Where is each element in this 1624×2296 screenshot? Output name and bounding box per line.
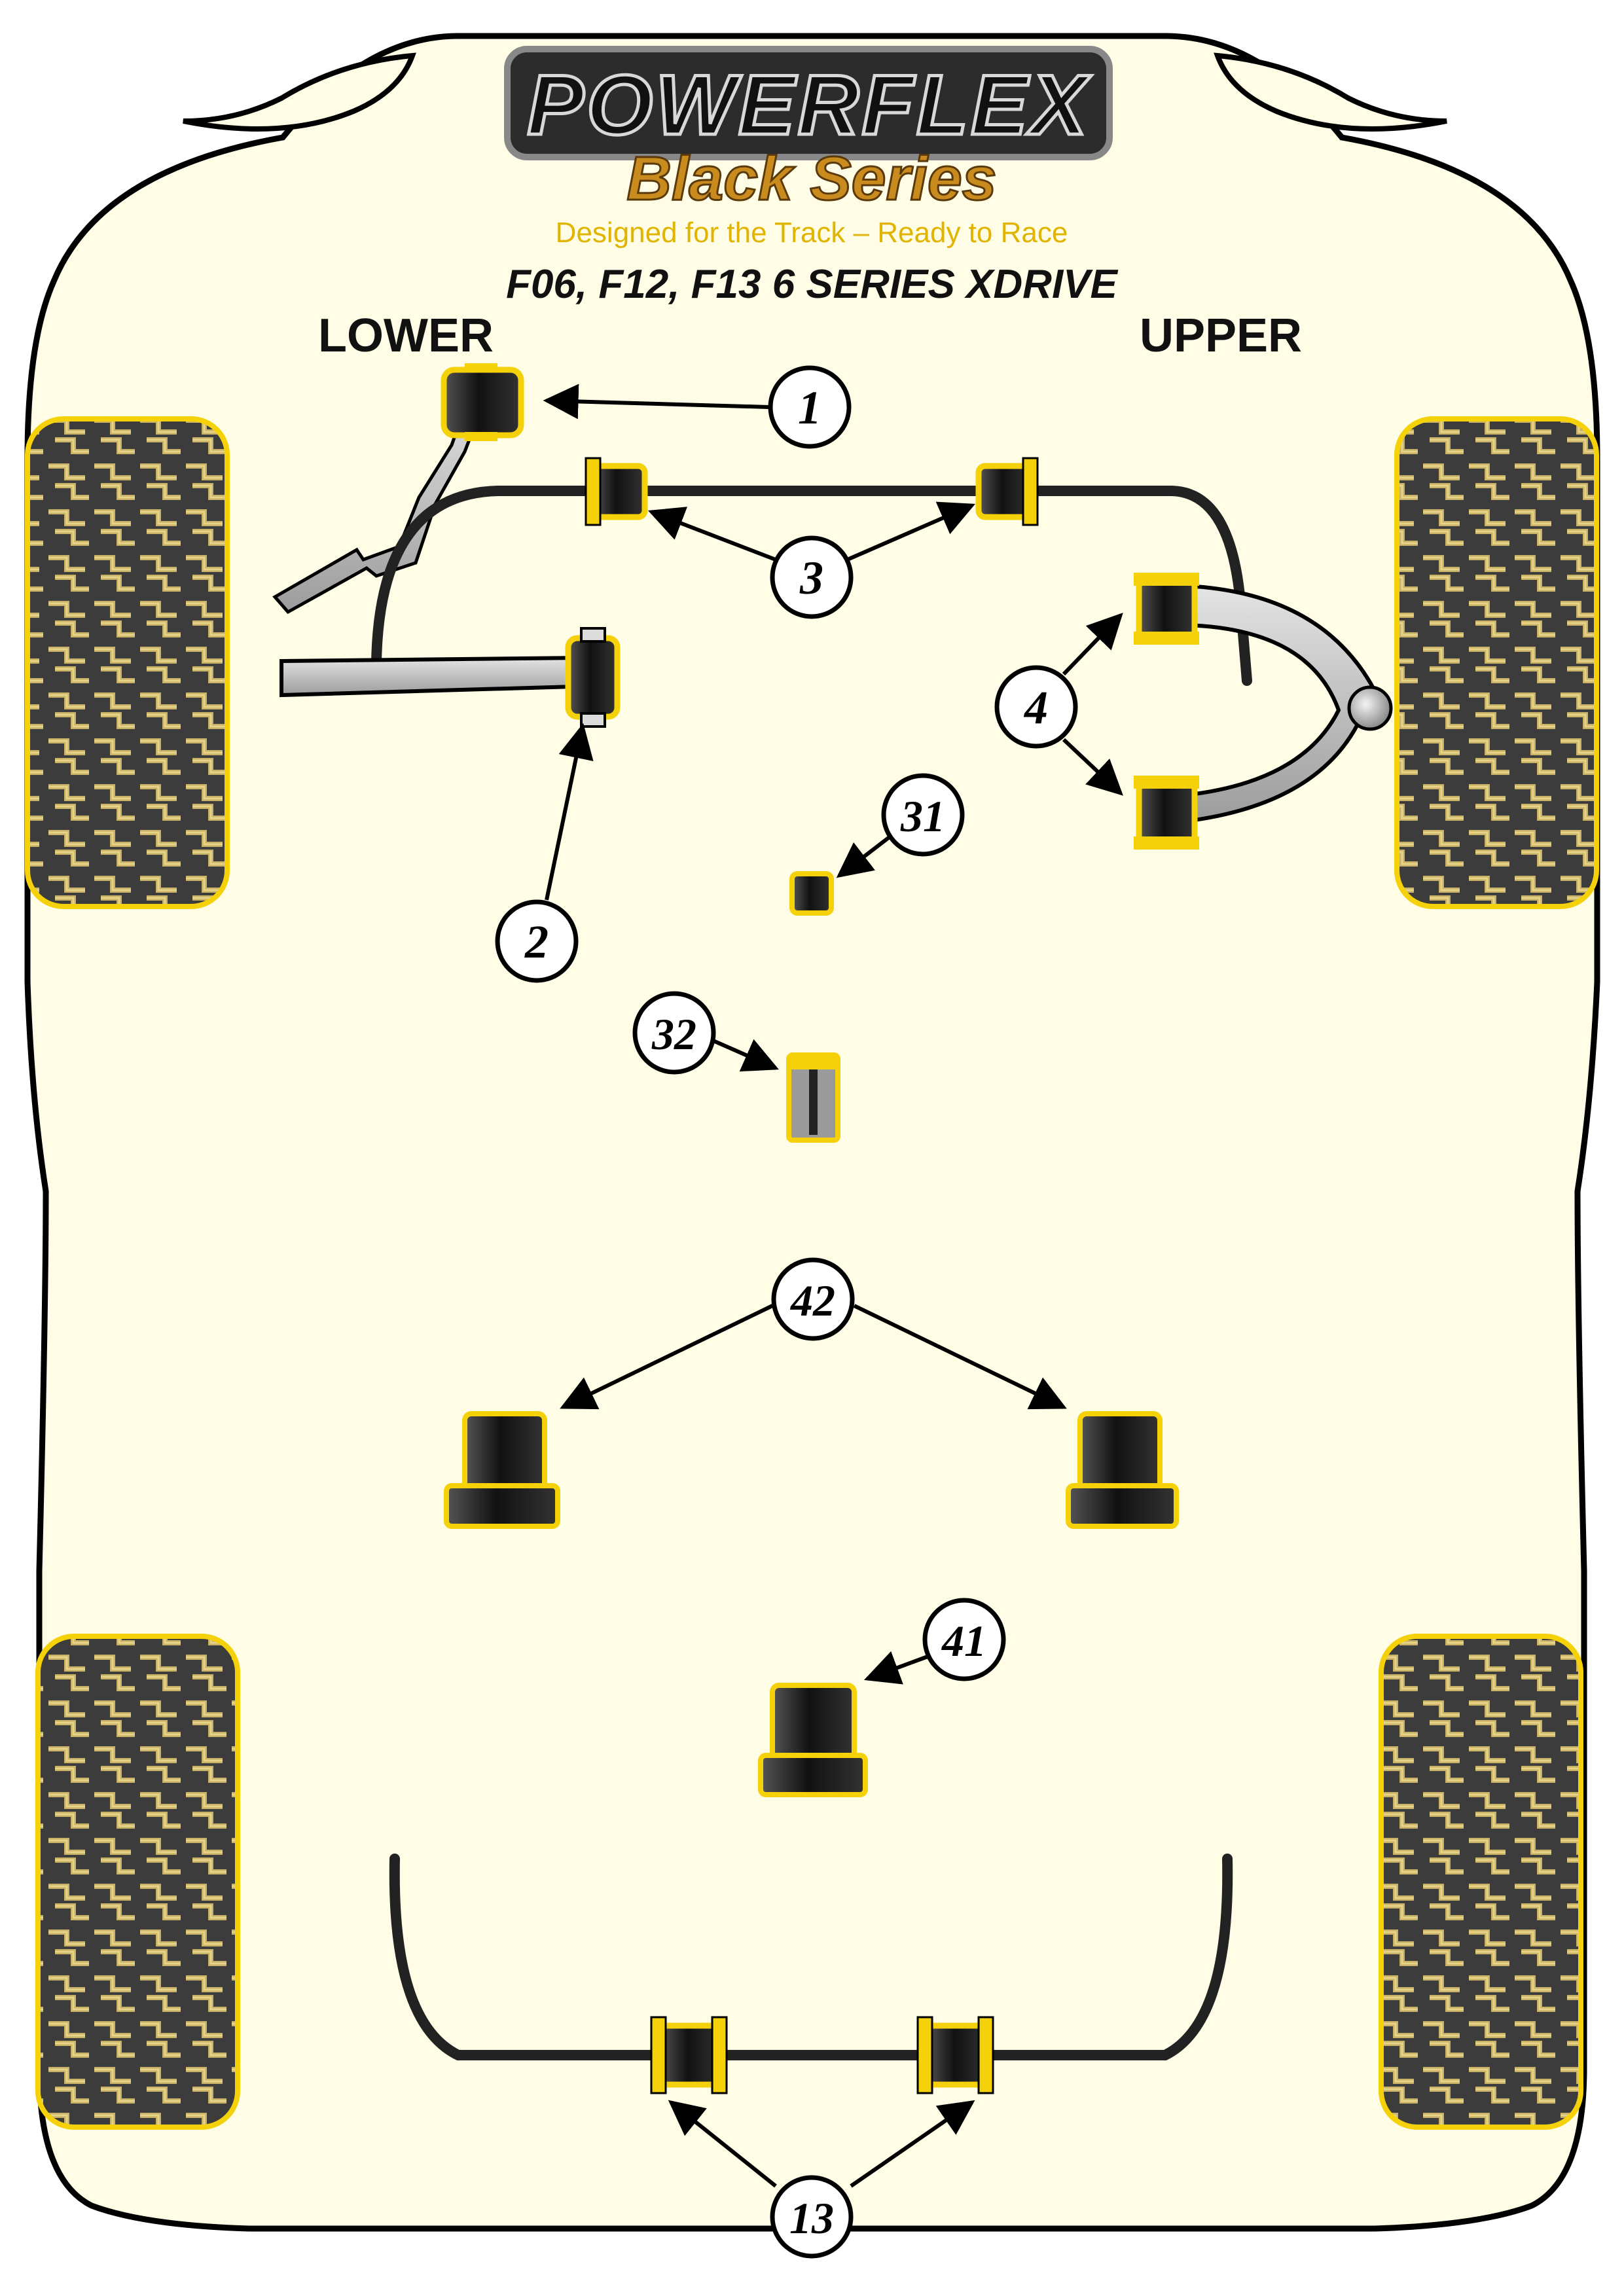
front-anti-roll-bar <box>370 486 1252 686</box>
tyre-rear-right <box>1379 1634 1583 2130</box>
tyre-rear-left <box>35 1634 240 2130</box>
callout-2: 2 <box>495 899 579 983</box>
bush-41 <box>758 1683 868 1797</box>
callout-41: 41 <box>922 1598 1006 1681</box>
arrow-42-left <box>560 1304 774 1410</box>
bush-32 <box>786 1052 840 1143</box>
right-headlight <box>1214 52 1447 132</box>
logo-text: POWERFLEX <box>527 57 1092 152</box>
powerflex-logo: POWERFLEX Black Series Designed for the … <box>504 46 1113 249</box>
arrow-13-left <box>668 2100 777 2188</box>
bush-13-right <box>916 2016 994 2094</box>
callout-41-label: 41 <box>941 1616 986 1666</box>
arrow-4-bottom <box>1062 738 1123 796</box>
tyre-front-right <box>1394 416 1599 909</box>
callout-3-label: 3 <box>799 552 823 604</box>
callout-arrows <box>543 384 1123 2188</box>
bush-4-bottom <box>1134 776 1199 850</box>
arrow-13-right <box>850 2100 975 2188</box>
bush-2 <box>565 627 621 728</box>
callout-32: 32 <box>632 991 716 1075</box>
callout-31-label: 31 <box>900 791 945 841</box>
rear-anti-roll-bar <box>389 1854 1233 2060</box>
lower-label: LOWER <box>318 310 494 362</box>
logo-series-text: Black Series <box>626 144 996 213</box>
bush-3-right <box>975 457 1039 526</box>
callout-1-label: 1 <box>798 382 821 434</box>
bush-4-top <box>1134 573 1199 645</box>
arrow-2 <box>545 723 594 901</box>
arrow-31 <box>836 834 892 878</box>
arrow-41 <box>863 1651 931 1685</box>
bush-42-left <box>444 1411 560 1529</box>
bush-3-left <box>585 457 648 526</box>
bush-42-right <box>1066 1411 1179 1529</box>
upper-ball-joint <box>1347 685 1393 731</box>
callout-4: 4 <box>994 665 1078 749</box>
tyre-front-left <box>25 416 230 909</box>
callout-31: 31 <box>881 773 965 857</box>
bush-31 <box>789 871 834 916</box>
callout-3: 3 <box>770 535 854 619</box>
logo-tagline: Designed for the Track – Ready to Race <box>556 217 1068 249</box>
arrow-3-right <box>843 501 975 563</box>
callout-13-label: 13 <box>789 2193 834 2243</box>
callout-42-label: 42 <box>789 1276 835 1325</box>
arrow-3-left <box>647 507 780 563</box>
callout-4-label: 4 <box>1023 681 1048 734</box>
left-headlight <box>183 52 416 132</box>
page-title: F06, F12, F13 6 SERIES XDRIVE <box>506 262 1118 307</box>
arrow-42-right <box>853 1304 1067 1410</box>
callout-2-label: 2 <box>524 916 549 968</box>
bush-13-left <box>650 2016 728 2094</box>
callout-13: 13 <box>770 2175 854 2259</box>
upper-label: UPPER <box>1140 310 1302 362</box>
callout-42: 42 <box>771 1257 855 1341</box>
arrow-4-top <box>1062 613 1123 676</box>
arrow-32 <box>709 1037 779 1072</box>
bush-1 <box>441 363 524 441</box>
callout-1: 1 <box>768 365 852 449</box>
callout-32-label: 32 <box>651 1009 696 1059</box>
arrow-1 <box>543 384 770 420</box>
